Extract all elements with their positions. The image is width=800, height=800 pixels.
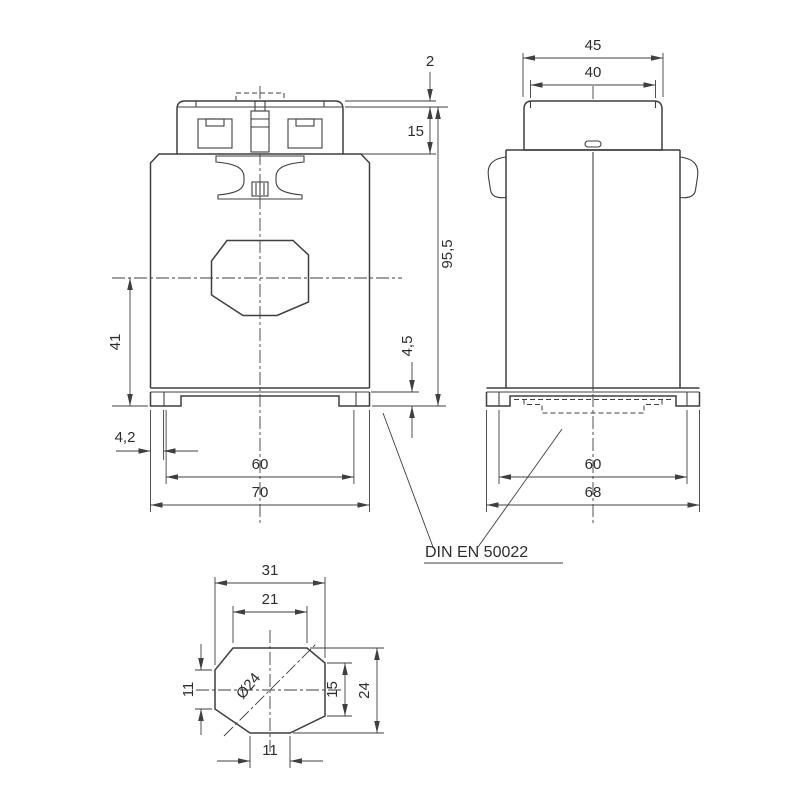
- leader-line-front: [382, 412, 434, 548]
- dim-front-rail-span: 60: [252, 456, 269, 473]
- dim-window-bore: Ø24: [233, 670, 264, 703]
- window-aperture: [210, 239, 310, 317]
- dim-front-overall-width: 70: [252, 484, 269, 501]
- side-terminal-cap: [523, 100, 663, 151]
- side-clip-ear-right: [679, 156, 699, 199]
- leader-line-side: [477, 428, 563, 548]
- dim-front-rail-depth: 4,5: [399, 336, 416, 357]
- dim-front-cap-height: 15: [407, 123, 424, 140]
- rail-standard-callout: DIN EN 50022: [382, 412, 563, 564]
- fixing-screw: [251, 181, 269, 197]
- side-base-outline: [485, 392, 701, 407]
- terminal-left-notch: [205, 118, 225, 127]
- base-outline: [149, 392, 371, 407]
- terminal-right-notch: [295, 118, 315, 127]
- front-dimensions: 2 15 95,5 4,5 41 4,2 60 70: [107, 53, 456, 512]
- dim-window-left-height: 11: [180, 682, 197, 698]
- detail-dimensions: 31 21 11 15 24 11: [180, 562, 384, 768]
- side-dimensions: 45 40 60 68: [486, 37, 700, 512]
- window-detail-outline: [214, 647, 326, 734]
- window-detail-view: Ø24 31 21 11 15 24: [180, 562, 384, 768]
- dim-front-total-height: 95,5: [439, 239, 456, 268]
- side-view: 45 40 60 68: [485, 37, 701, 524]
- body-left-side: [149, 153, 177, 388]
- dim-window-top-width: 21: [262, 591, 279, 608]
- side-clip-ear-left: [487, 156, 507, 199]
- label-rail-standard: DIN EN 50022: [425, 544, 528, 561]
- dim-window-bottom-width: 11: [262, 742, 278, 759]
- dim-side-overall-width: 68: [585, 484, 602, 501]
- din-rail-hidden-profile: [523, 399, 663, 414]
- dim-window-overall-height: 24: [356, 682, 373, 699]
- dim-window-overall-width: 31: [262, 562, 279, 579]
- dim-front-center-to-base: 41: [107, 334, 124, 351]
- body-right-side: [343, 153, 371, 388]
- dim-window-right-height: 15: [324, 681, 341, 698]
- dim-front-lip: 2: [426, 53, 434, 70]
- cap-slot: [584, 140, 602, 148]
- dim-side-rail-span: 60: [585, 456, 602, 473]
- dim-side-cap-outer: 45: [585, 37, 602, 54]
- winding-spool: [215, 155, 305, 200]
- latch-head: [254, 100, 266, 112]
- cover-open-position: [235, 92, 285, 101]
- front-view: 2 15 95,5 4,5 41 4,2 60 70: [107, 53, 456, 524]
- dim-front-clip-width: 4,2: [115, 429, 136, 446]
- dim-side-cap-inner: 40: [585, 64, 602, 81]
